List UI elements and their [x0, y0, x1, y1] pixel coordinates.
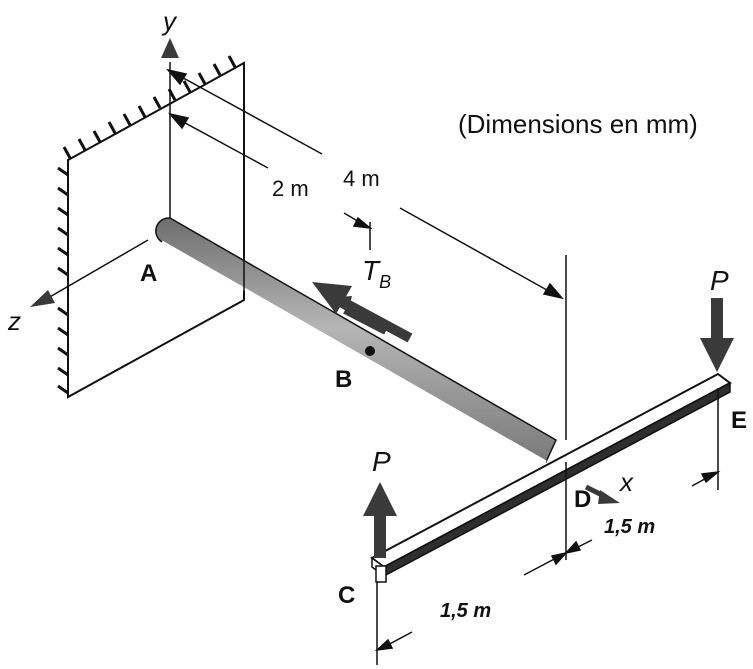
crossbar-ce: [370, 372, 732, 583]
load-p-at-c-arrow: [363, 482, 397, 558]
point-b-marker: [365, 346, 375, 356]
y-axis-arrowhead: [161, 38, 179, 58]
load-p-at-e-arrow: [700, 298, 734, 372]
load-p-at-e-label: P: [710, 265, 729, 296]
dimension-15m-right-label: 1,5 m: [604, 516, 655, 538]
y-axis: [161, 38, 179, 225]
point-d-label: D: [574, 486, 591, 513]
x-axis-label: x: [618, 467, 634, 497]
torque-tb-arrow: [312, 282, 413, 343]
dimension-4m-label: 4 m: [343, 166, 380, 191]
point-b-label: B: [335, 366, 352, 393]
load-p-at-c-label: P: [372, 446, 391, 477]
wall-hatching-top: [62, 55, 237, 159]
x-axis: [584, 484, 620, 504]
dimension-lines: [165, 68, 721, 665]
point-e-label: E: [731, 407, 747, 434]
units-note: (Dimensions en mm): [458, 109, 698, 139]
z-axis: [30, 239, 149, 307]
point-a-label: A: [140, 260, 157, 287]
torque-tb-label: TB: [362, 255, 391, 292]
z-axis-label: z: [7, 306, 21, 336]
dimension-15m-bottom-label: 1,5 m: [440, 600, 491, 622]
shaft-ad: [155, 217, 557, 464]
wall-hatching-left: [57, 166, 69, 395]
dimension-2m-label: 2 m: [272, 176, 309, 201]
y-axis-label: y: [161, 6, 178, 36]
z-axis-arrowhead: [30, 290, 55, 307]
wall-support: [57, 55, 245, 399]
point-c-label: C: [338, 582, 355, 609]
